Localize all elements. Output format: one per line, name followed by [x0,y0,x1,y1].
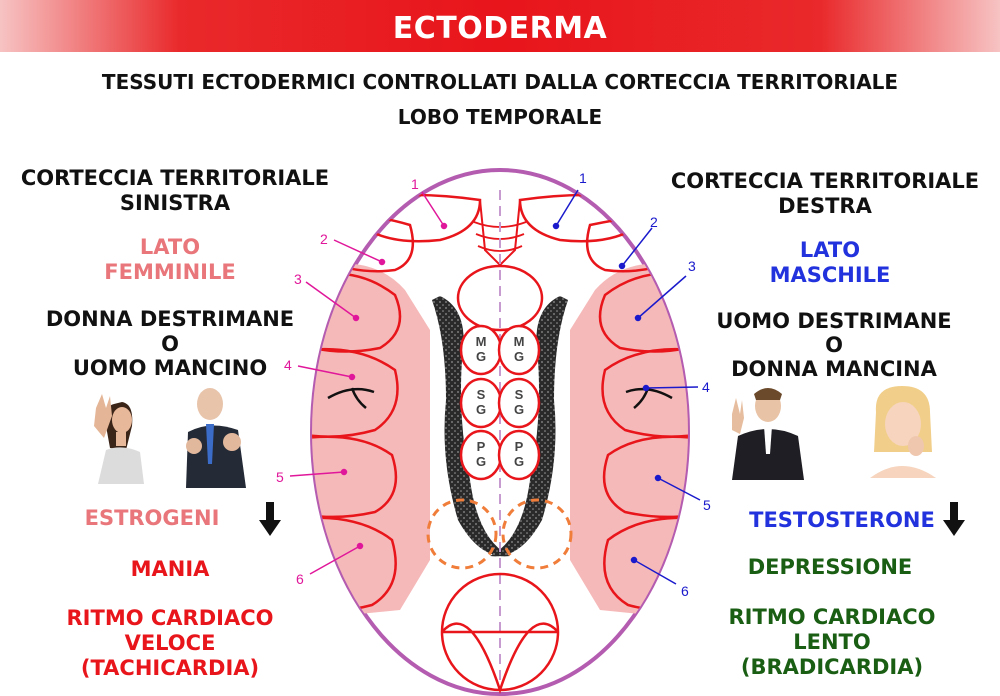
right-number-3: 3 [688,258,696,274]
left-side-label-line2: FEMMINILE [104,260,236,284]
right-cortex-label-line1: CORTECCIA TERRITORIALE [670,169,980,193]
right-number-4: 4 [702,379,710,395]
title-banner [0,0,1000,52]
left-state-label: MANIA [130,557,210,581]
relay-3-right-top: P [515,439,524,454]
left-heart-line2: VELOCE [124,631,216,655]
left-number-3: 3 [294,271,302,287]
left-who-line2: O [161,332,179,356]
right-side-label-line1: LATO [799,238,861,262]
right-number-1: 1 [579,170,587,186]
left-heart-line1: RITMO CARDIACO [66,606,274,630]
left-heart-line3: (TACHICARDIA) [80,656,260,680]
right-cortex-label-line2: DESTRA [778,194,872,218]
relay-1-right-bottom: G [514,349,524,364]
left-lobe-5 [312,435,398,519]
left-number-2: 2 [320,231,328,247]
right-heart-line3: (BRADICARDIA) [740,655,924,679]
left-number-1: 1 [411,176,419,192]
left-who-line3: UOMO MANCINO [72,356,268,380]
right-side-label-line2: MASCHILE [769,263,891,287]
left-decrease-arrow-icon [259,502,281,536]
right-who-line1: UOMO DESTRIMANE [716,309,952,333]
right-heart-line2: LENTO [793,630,871,654]
woman-raised-hand-photo [84,386,154,484]
subtitle-lobe: LOBO TEMPORALE [397,105,603,129]
left-number-4: 4 [284,357,292,373]
right-heart-line1: RITMO CARDIACO [728,605,936,629]
left-number-5: 5 [276,469,284,485]
left-cortex-label-line1: CORTECCIA TERRITORIALE [20,166,330,190]
right-decrease-arrow-icon [943,502,965,536]
right-dashed-circle [501,498,573,570]
left-lobe-4 [312,347,399,438]
subtitle-tissues: TESSUTI ECTODERMICI CONTROLLATI DALLA CO… [101,70,899,94]
man-peace-sign-photo [724,384,812,480]
relay-1-left-bottom: G [476,349,486,364]
right-who-line2: O [825,333,843,357]
right-state-label: DEPRESSIONE [747,555,913,579]
relay-2-left-top: S [477,387,486,402]
man-fists-photo [180,384,260,488]
left-number-6: 6 [296,571,304,587]
left-side-label-line1: LATO [139,235,201,259]
page-title: ECTODERMA [392,11,608,46]
relay-1-left-top: M [476,334,487,349]
right-who-line3: DONNA MANCINA [731,357,937,381]
right-number-2: 2 [650,214,658,230]
right-lobe-4 [601,347,688,438]
left-cortex-label-line2: SINISTRA [119,191,231,215]
right-number-6: 6 [681,583,689,599]
relay-3-left-bottom: G [476,454,486,469]
left-dashed-circle [426,498,498,570]
relay-2-left-bottom: G [476,402,486,417]
relay-2-right-bottom: G [514,402,524,417]
right-lobe-5 [602,435,688,519]
relay-2-right-top: S [515,387,524,402]
woman-thinking-photo [858,382,946,478]
right-hormone-label: TESTOSTERONE [749,508,935,532]
relay-3-left-top: P [477,439,486,454]
relay-3-right-bottom: G [514,454,524,469]
right-number-5: 5 [703,497,711,513]
left-hormone-label: ESTROGENI [84,506,220,530]
relay-1-right-top: M [514,334,525,349]
left-who-line1: DONNA DESTRIMANE [45,307,295,331]
